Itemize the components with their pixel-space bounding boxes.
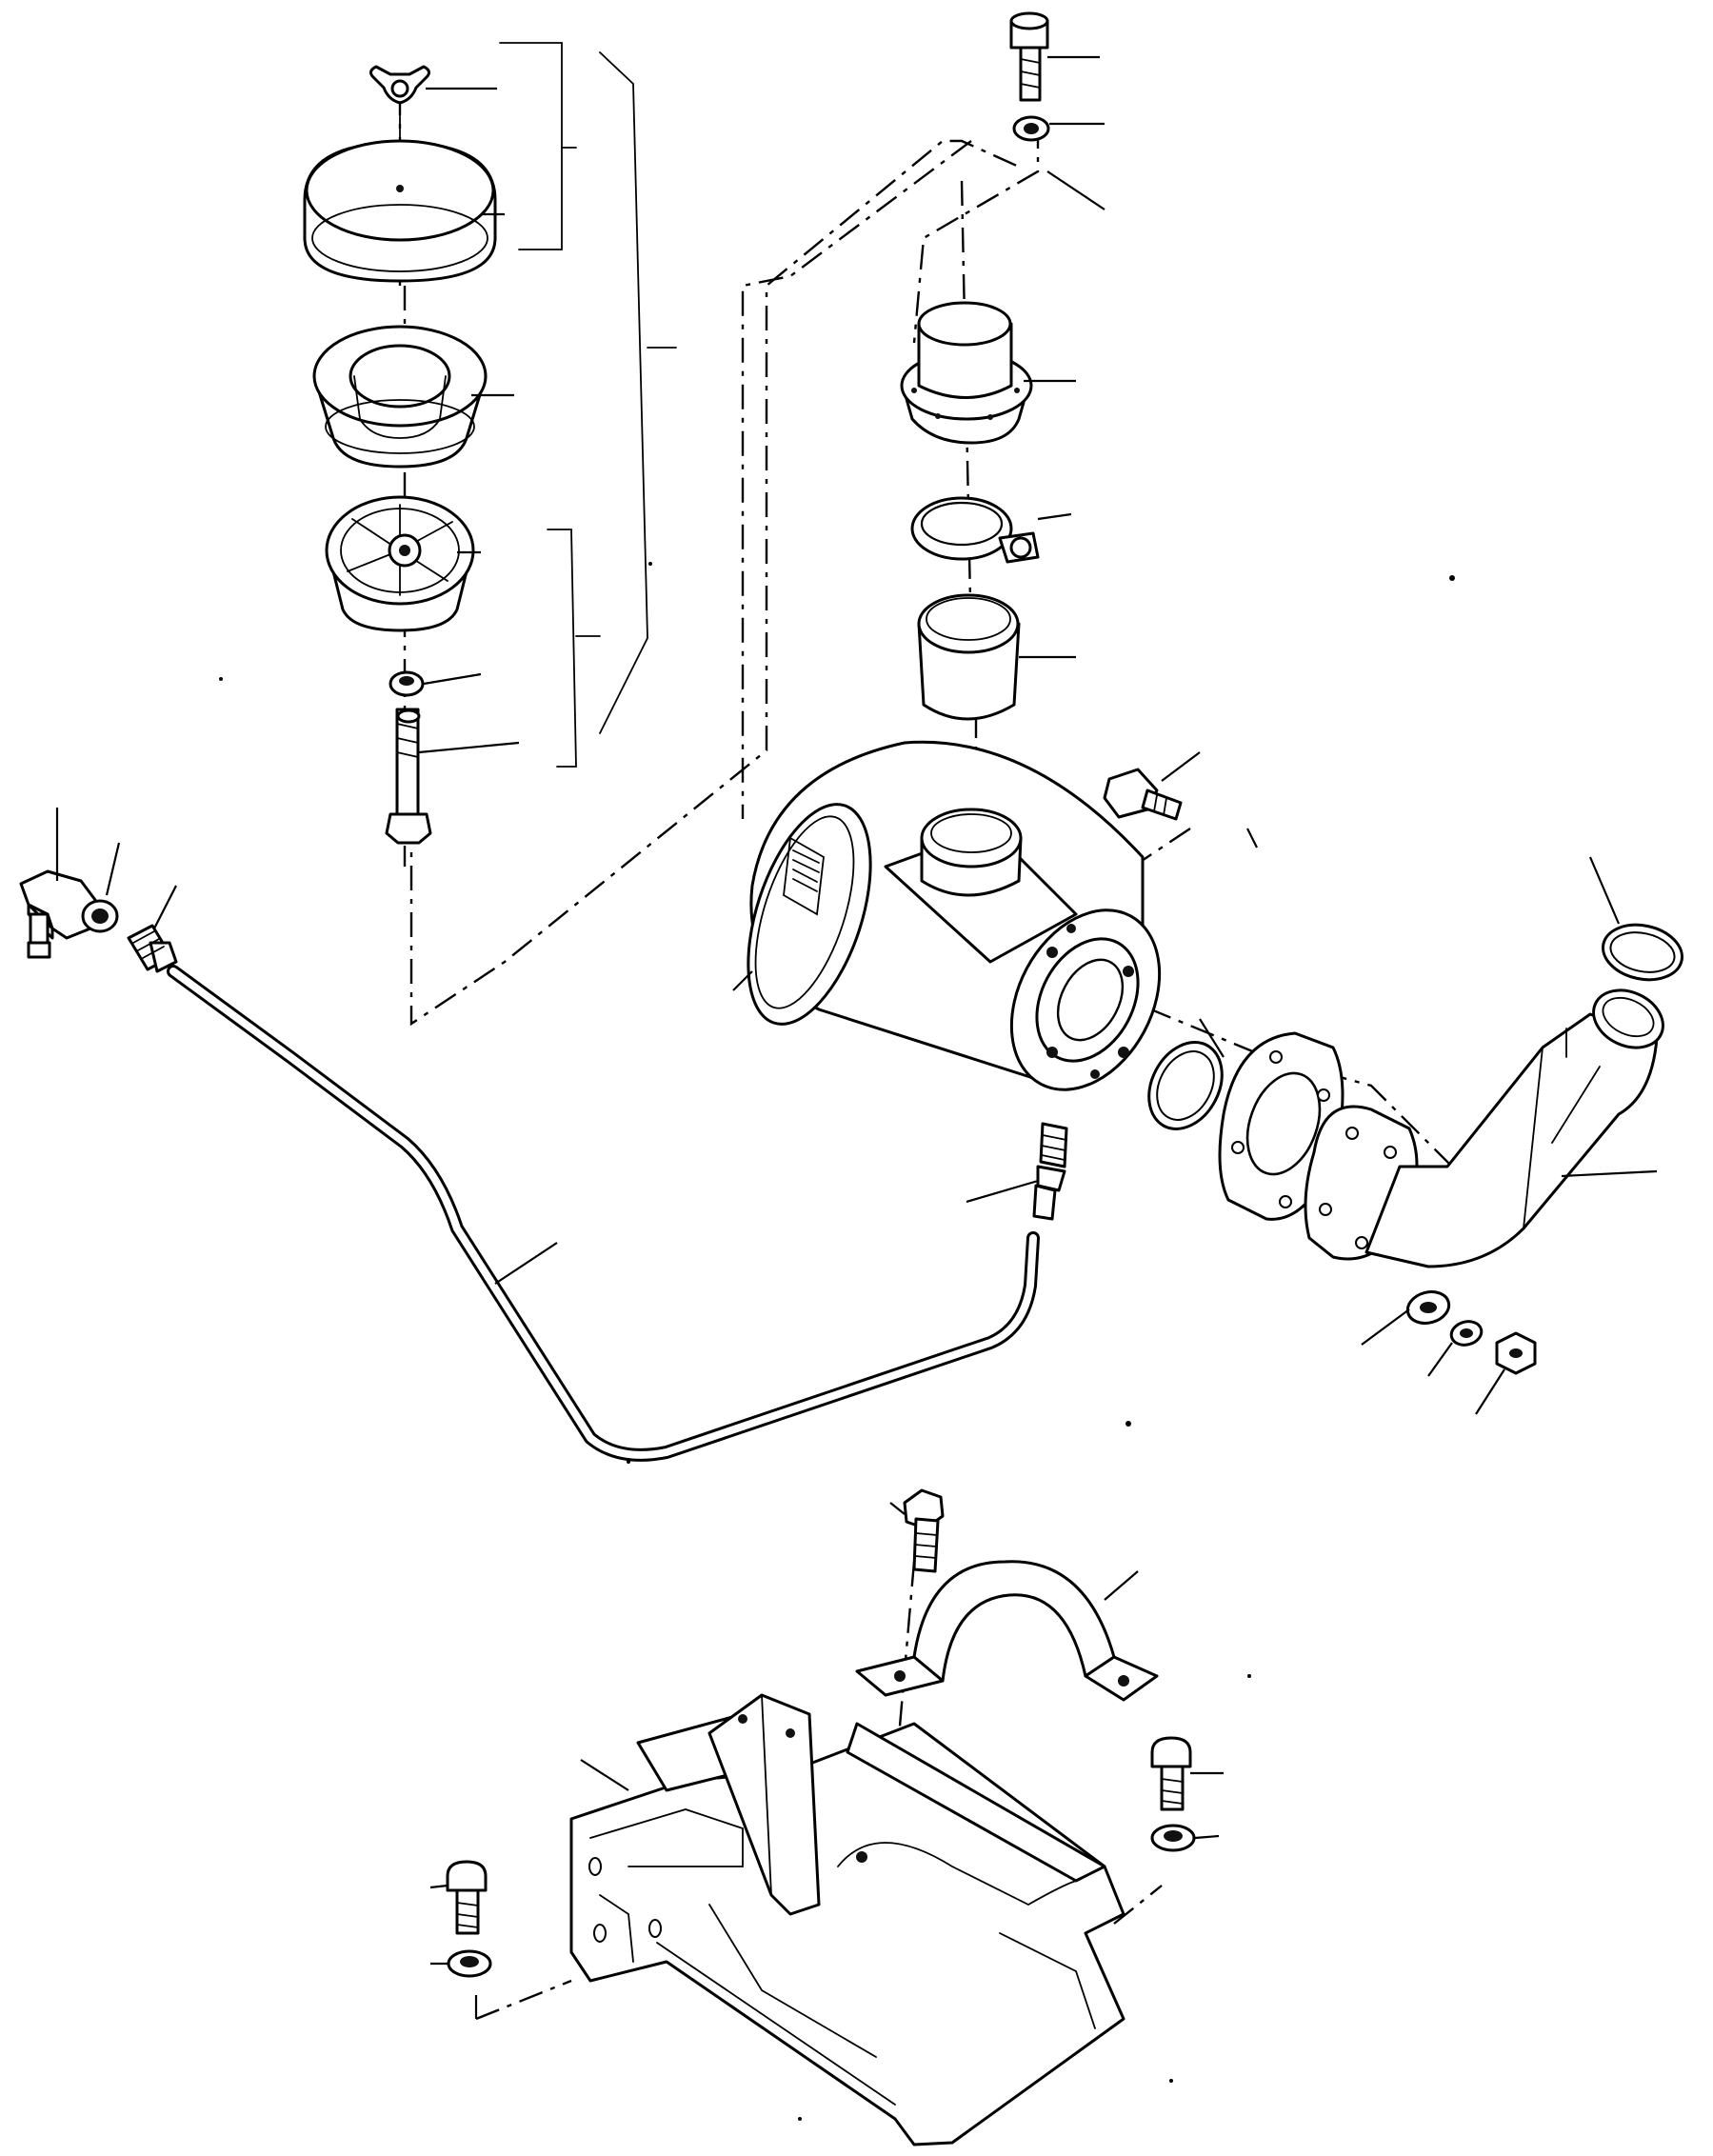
flat-washer [1405, 1290, 1451, 1325]
wing-nut [369, 65, 430, 187]
bolt-top [1009, 11, 1049, 102]
bracket-bolt-right [1150, 1736, 1192, 1811]
hose-clamp [910, 496, 1040, 564]
stud [385, 708, 432, 845]
sealing-washer [81, 899, 119, 933]
lock-washer-top [1012, 115, 1050, 142]
elbow-fitting [19, 869, 97, 959]
gasket [1147, 1041, 1224, 1130]
tube-connector [1032, 1122, 1068, 1221]
bracket-bolt-left [446, 1860, 488, 1935]
leader-lines [55, 55, 1658, 2019]
mounting-bolt [1103, 768, 1183, 821]
strap-band [855, 1560, 1159, 1702]
filter-housing [747, 740, 1162, 1091]
scan-specks [219, 562, 1455, 2121]
cap-cover [303, 139, 497, 283]
vane-assembly [325, 495, 475, 632]
hex-nut [1495, 1331, 1537, 1375]
tube-line [167, 965, 1040, 1462]
mounting-bracket [569, 1693, 1125, 2146]
hose-adapter [900, 301, 1033, 445]
precleaner-bowl [312, 325, 488, 469]
spring-washer [1449, 1320, 1484, 1347]
u-bolt-bolt [903, 1488, 945, 1573]
union-fitting [127, 924, 178, 973]
bracket-washer-right [1150, 1824, 1196, 1852]
o-ring [1602, 923, 1683, 982]
washer [388, 670, 425, 697]
group-brackets [499, 42, 677, 768]
rubber-sleeve [917, 593, 1021, 721]
elbow-outlet [1304, 988, 1664, 1268]
bracket-washer-left [447, 1949, 492, 1978]
